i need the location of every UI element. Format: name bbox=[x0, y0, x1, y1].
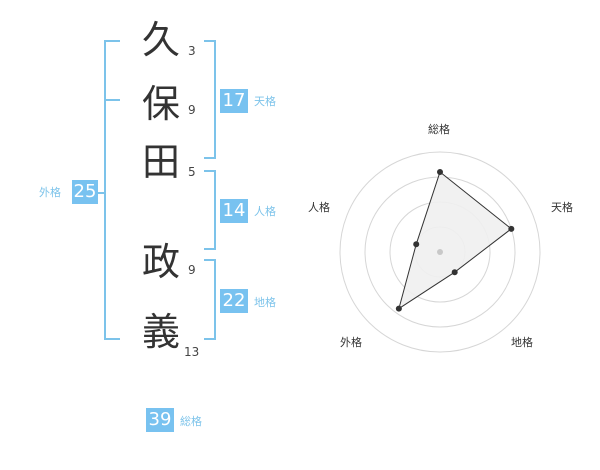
stroke-count-4: 9 bbox=[188, 263, 196, 277]
stroke-count-1: 3 bbox=[188, 44, 196, 58]
name-char-5: 義 bbox=[141, 310, 180, 354]
chikaku-bracket-top bbox=[204, 259, 216, 261]
tenkaku-bracket-top bbox=[204, 40, 216, 42]
gaikaku-label: 外格 bbox=[39, 186, 61, 199]
radar-point-5 bbox=[413, 241, 420, 248]
tenkaku-bracket-bottom bbox=[204, 157, 216, 159]
radar-point-4 bbox=[395, 305, 402, 312]
radar-data-polygon bbox=[398, 171, 513, 310]
chikaku-bracket-bottom bbox=[204, 338, 216, 340]
gaikaku-connector bbox=[97, 192, 106, 194]
jinkaku-value-box: 14 bbox=[220, 199, 248, 223]
radar-point-1 bbox=[437, 169, 443, 175]
radar-grid-ring-4 bbox=[339, 151, 541, 353]
chikaku-value-box: 22 bbox=[220, 289, 248, 313]
name-char-2: 保 bbox=[141, 82, 180, 126]
name-char-3: 田 bbox=[141, 140, 180, 184]
radar-axis-label-chikaku: 地格 bbox=[511, 336, 533, 349]
radar-point-2 bbox=[508, 225, 515, 232]
jinkaku-bracket-top bbox=[204, 170, 216, 172]
gaikaku-value-box: 25 bbox=[72, 180, 98, 204]
name-char-1: 久 bbox=[141, 18, 180, 62]
radar-axis-label-soukaku: 総格 bbox=[428, 123, 450, 136]
gaikaku-bracket-bottom bbox=[104, 338, 120, 340]
stroke-count-3: 5 bbox=[188, 165, 196, 179]
radar-axis-label-tenkaku: 天格 bbox=[551, 201, 573, 214]
name-char-4: 政 bbox=[141, 240, 180, 284]
stroke-count-2: 9 bbox=[188, 103, 196, 117]
jinkaku-label: 人格 bbox=[254, 205, 276, 218]
soukaku-label: 総格 bbox=[180, 415, 202, 428]
gaikaku-bracket-top bbox=[104, 40, 120, 42]
tenkaku-value-box: 17 bbox=[220, 89, 248, 113]
soukaku-value-box: 39 bbox=[146, 408, 174, 432]
tenkaku-label: 天格 bbox=[254, 95, 276, 108]
chikaku-label: 地格 bbox=[254, 296, 276, 309]
jinkaku-bracket-bottom bbox=[204, 248, 216, 250]
stroke-count-5: 13 bbox=[184, 345, 200, 359]
radar-axis-label-gaikaku: 外格 bbox=[340, 336, 362, 349]
tenkaku-bracket-vertical bbox=[214, 40, 216, 159]
radar-axis-label-jinkaku: 人格 bbox=[308, 201, 330, 214]
gaikaku-bracket-tick bbox=[104, 99, 120, 101]
chikaku-bracket-vertical bbox=[214, 259, 216, 340]
radar-center-dot bbox=[437, 249, 443, 255]
jinkaku-bracket-vertical bbox=[214, 170, 216, 250]
radar-point-3 bbox=[451, 269, 458, 276]
gaikaku-bracket-vertical bbox=[104, 40, 106, 340]
